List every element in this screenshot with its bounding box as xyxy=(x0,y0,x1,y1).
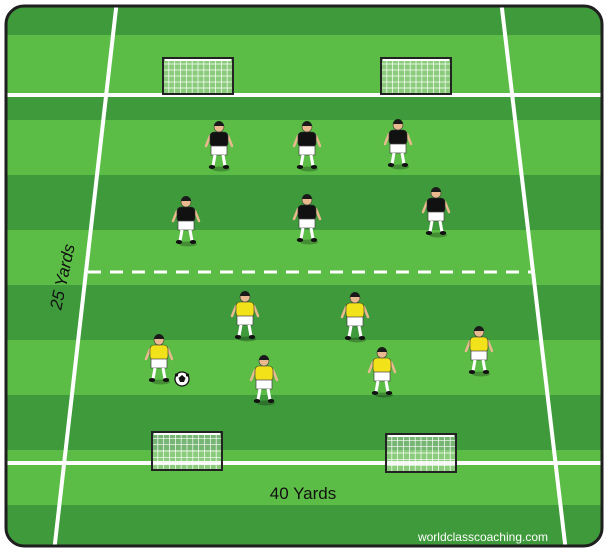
goal xyxy=(381,58,451,94)
grass-stripe xyxy=(0,340,608,395)
goal xyxy=(163,58,233,94)
grass-stripe xyxy=(0,35,608,95)
grass-stripe xyxy=(0,285,608,340)
goal xyxy=(152,432,222,470)
soccer-ball xyxy=(175,372,189,386)
goal xyxy=(386,434,456,472)
watermark: worldclasscoaching.com xyxy=(417,530,548,544)
width-label: 40 Yards xyxy=(270,484,336,503)
grass-stripe xyxy=(0,95,608,120)
grass-stripe xyxy=(0,395,608,450)
